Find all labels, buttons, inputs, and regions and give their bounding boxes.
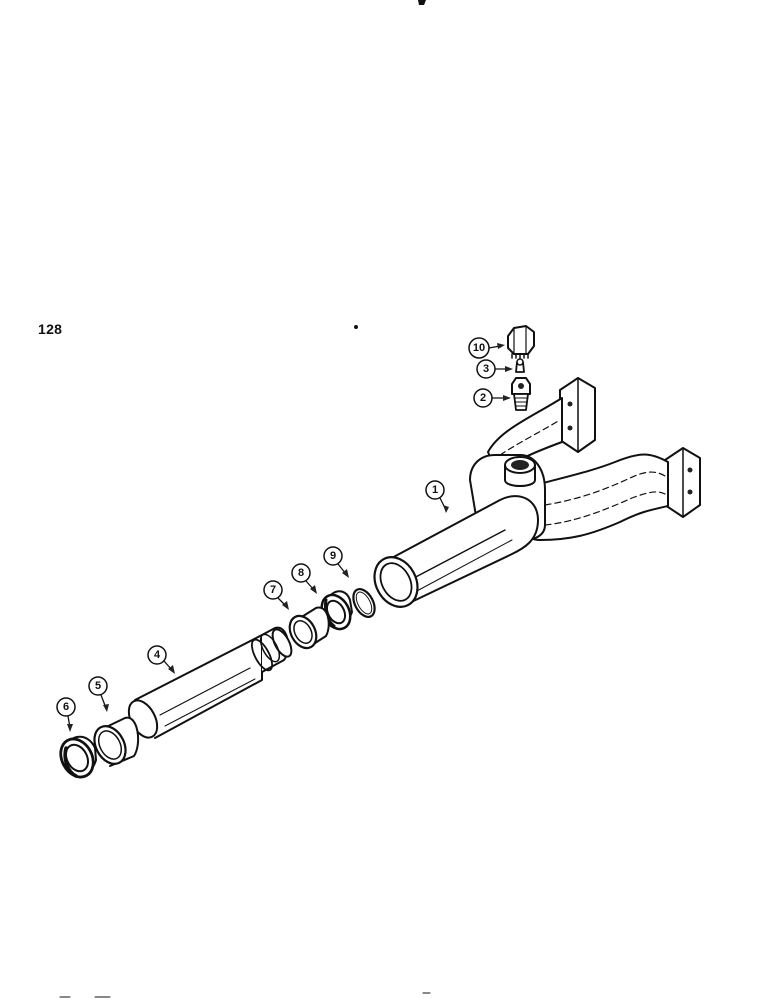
part-7-bushing [288,606,330,650]
svg-text:10: 10 [473,342,485,354]
part-6-seal [59,735,97,779]
scan-mark-bottom [59,992,431,998]
callout-1: 1 [425,480,449,513]
svg-text:1: 1 [432,484,438,496]
callout-8: 8 [291,563,317,594]
callout-10: 10 [468,337,505,359]
svg-text:9: 9 [330,550,336,562]
page-number: 128 [38,321,63,337]
callout-5: 5 [88,676,109,712]
part-5-bearing-cup [93,716,140,767]
part-10-plug [507,325,535,359]
part-3-grease-fitting [515,358,525,373]
part-9-snap-ring [352,587,376,619]
svg-text:8: 8 [298,567,304,579]
scan-mark-top [418,0,426,5]
callout-7: 7 [263,580,289,610]
part-4-pin [127,626,293,739]
callout-2: 2 [473,388,511,408]
callout-9: 9 [323,546,349,578]
svg-text:6: 6 [63,701,69,713]
svg-text:5: 5 [95,680,101,692]
callout-4: 4 [147,645,175,674]
svg-text:3: 3 [483,363,489,375]
svg-text:4: 4 [154,649,161,661]
callout-3: 3 [476,359,513,379]
part-2-adapter [511,377,531,411]
part-1-yoke-frame [373,377,701,608]
svg-text:2: 2 [480,392,486,404]
svg-text:7: 7 [270,584,276,596]
callout-6: 6 [56,697,76,732]
scan-speck [354,325,358,329]
